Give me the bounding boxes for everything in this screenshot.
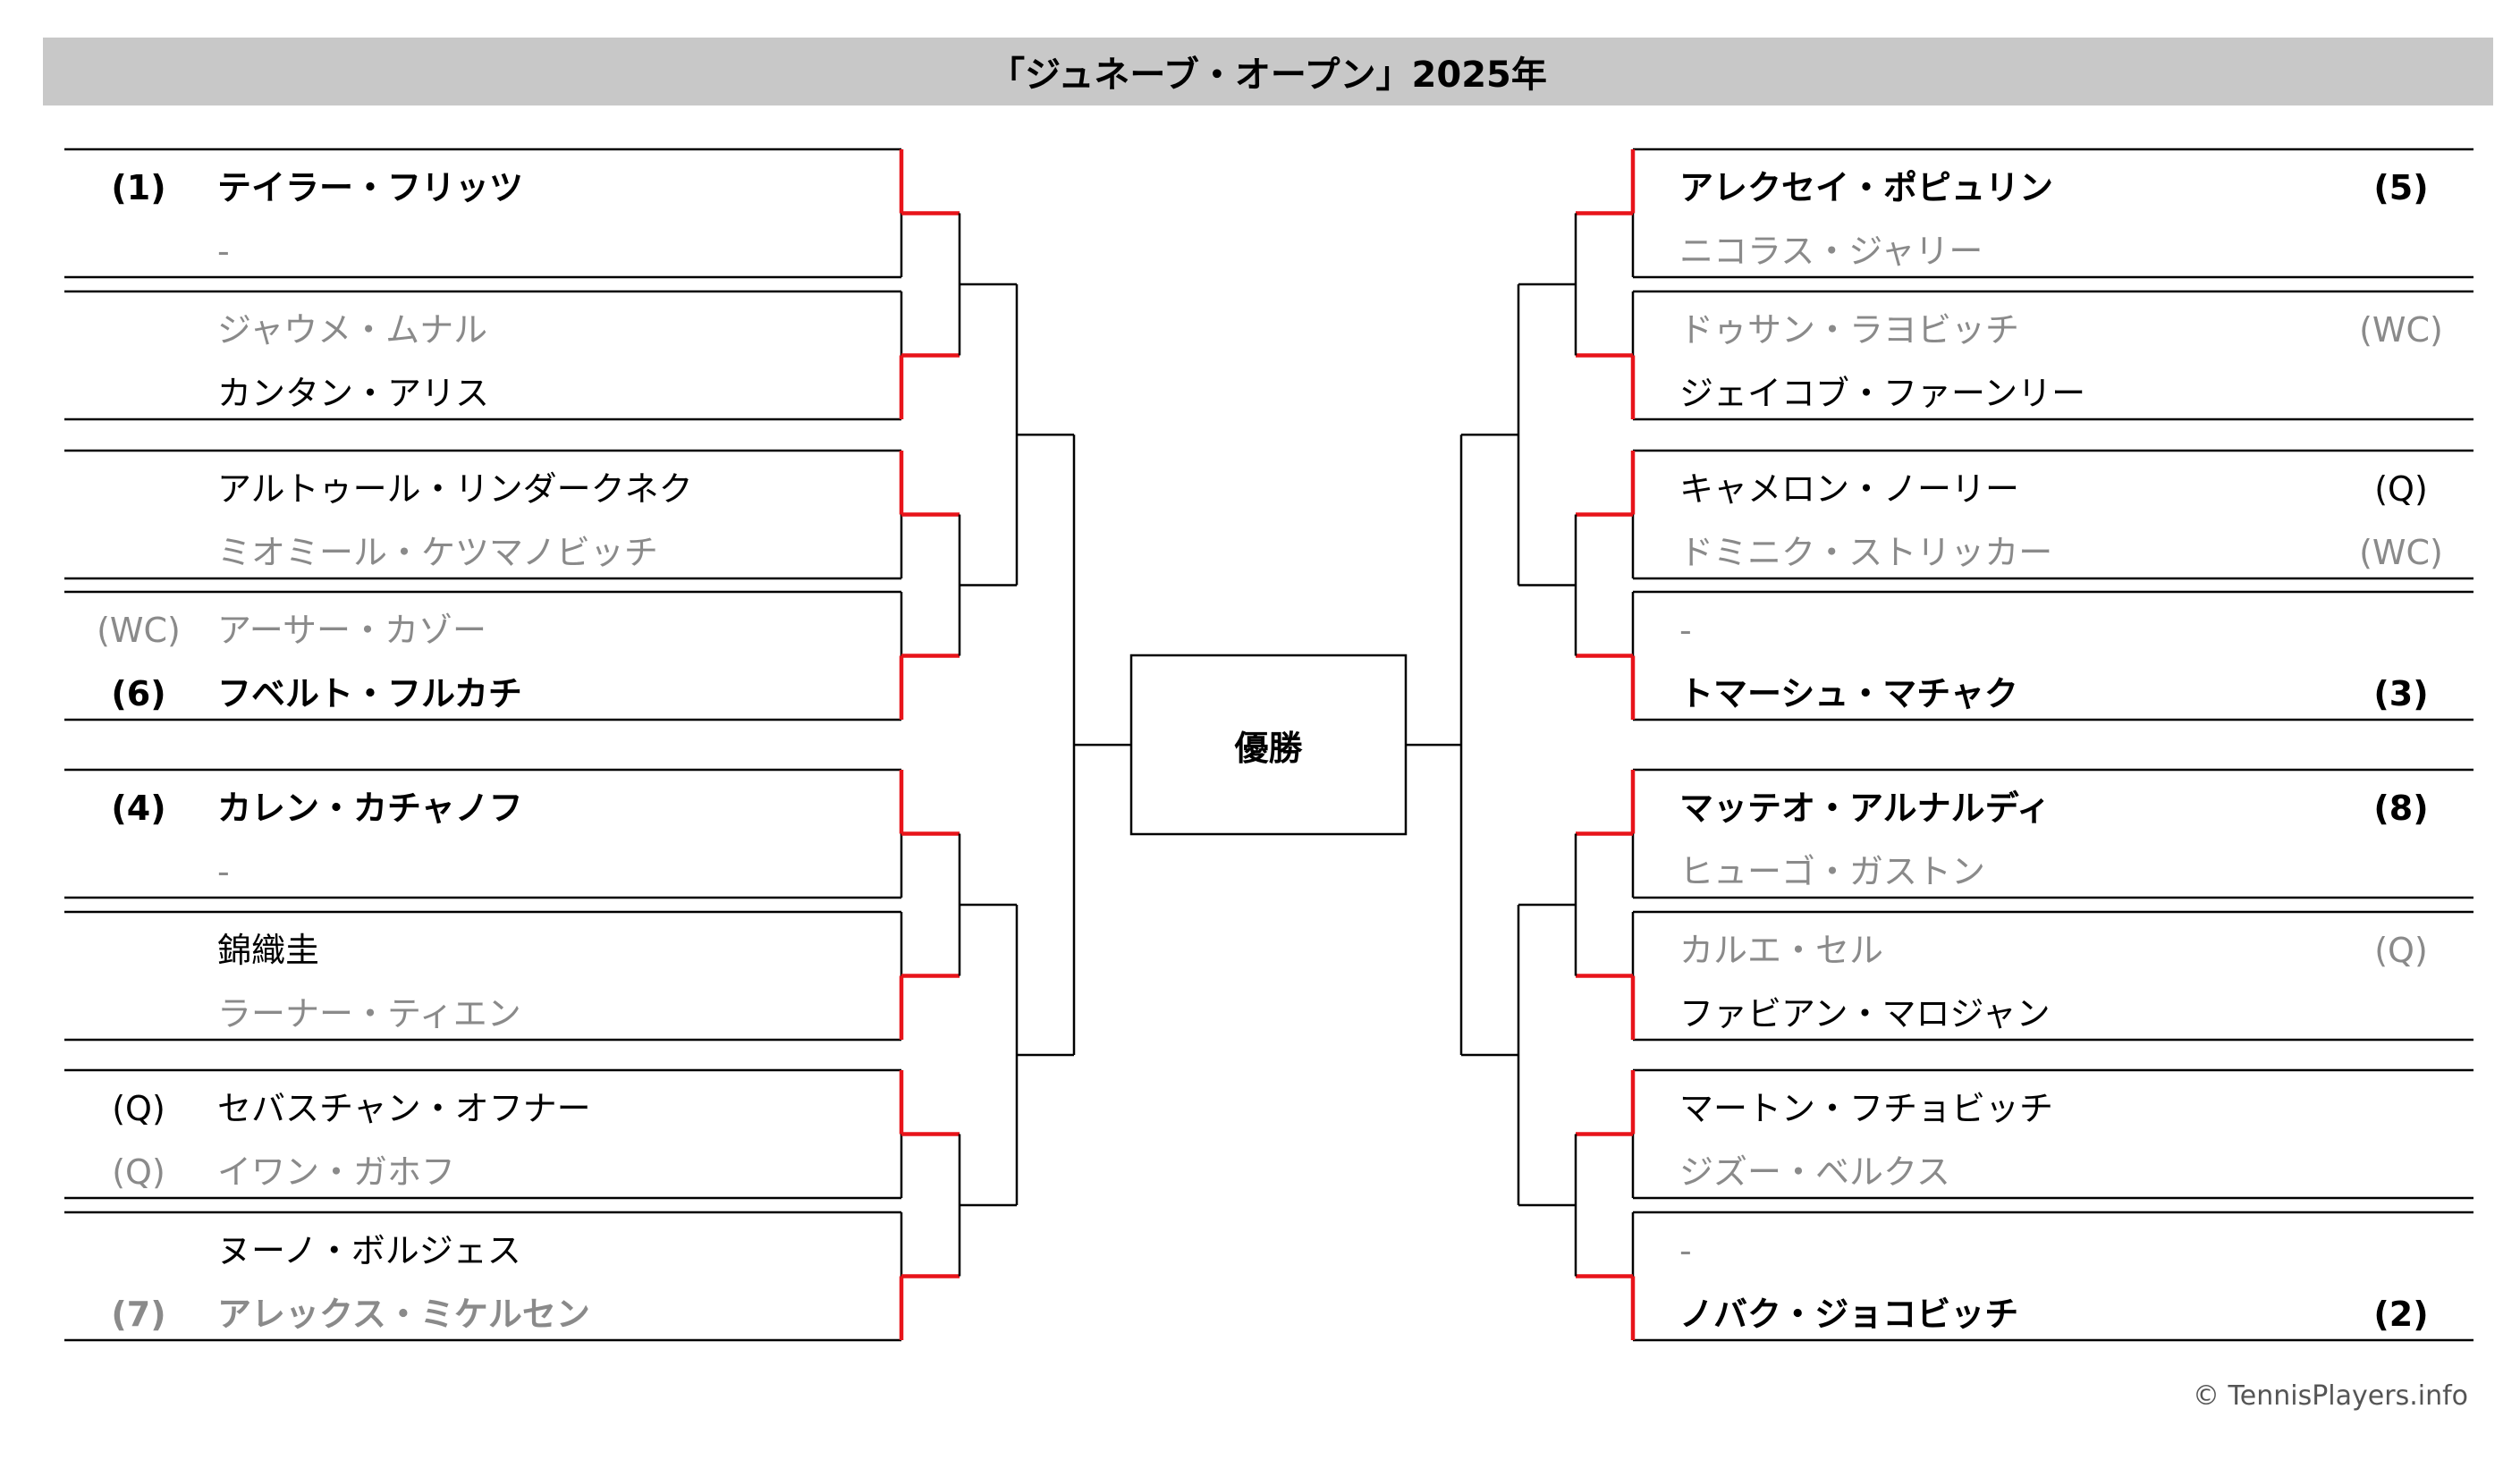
player-name[interactable]: マートン・フチョビッチ [1679,1089,2054,1128]
player-name[interactable]: マッテオ・アルナルディ [1679,789,2051,828]
player-seed: (Q) [2374,469,2428,509]
player-name[interactable]: ノバク・ジョコビッチ [1679,1295,2019,1334]
player-seed: (3) [2373,674,2429,713]
player-name[interactable]: フベルト・フルカチ [217,674,522,713]
player-seed: (5) [2373,168,2429,207]
player-seed: (WC) [2359,533,2443,572]
player-name[interactable]: ミオミール・ケツマノビッチ [217,533,658,572]
player-name[interactable]: ヌーノ・ボルジェス [217,1231,521,1270]
player-name[interactable]: カルエ・セル [1679,931,1884,970]
player-name[interactable]: ファビアン・マロジャン [1679,994,2051,1034]
player-name[interactable]: - [1679,611,1692,650]
player-seed: (Q) [2374,931,2428,970]
player-name[interactable]: - [217,232,230,271]
player-name[interactable]: カンタン・アリス [217,374,490,413]
player-name[interactable]: ジェイコブ・ファーンリー [1679,374,2086,413]
player-name[interactable]: - [1679,1231,1692,1270]
player-name[interactable]: セバスチャン・オフナー [217,1089,591,1128]
player-name[interactable]: イワン・ガホフ [217,1152,456,1192]
player-seed: (7) [111,1295,166,1334]
player-seed: (WC) [97,611,181,650]
player-seed: (Q) [112,1089,165,1128]
player-name[interactable]: アレクセイ・ポピュリン [1679,168,2054,207]
player-name[interactable]: ジズー・ベルクス [1679,1152,1950,1192]
player-name[interactable]: 錦織圭 [217,931,320,970]
champion-label: 優勝 [1234,728,1303,768]
page-title: 「ジュネーブ・オープン」2025年 [989,55,1547,96]
player-seed: (2) [2373,1295,2429,1334]
champion-box [1129,654,1408,836]
player-seed: (4) [111,789,166,828]
player-name[interactable]: - [217,852,230,891]
player-name[interactable]: ジャウメ・ムナル [217,310,488,350]
player-name[interactable]: ラーナー・ティエン [217,994,521,1034]
player-seed: (1) [111,168,166,207]
player-name[interactable]: アレックス・ミケルセン [217,1295,590,1334]
player-name[interactable]: カレン・カチャノフ [217,789,523,828]
title-bar: 「ジュネーブ・オープン」2025年 [43,38,2493,105]
player-name[interactable]: アーサー・カゾー [217,611,486,650]
credit-text: © TennisPlayers.info [2193,1380,2468,1412]
player-name[interactable]: テイラー・フリッツ [217,168,524,207]
player-name[interactable]: アルトゥール・リンダークネク [217,469,693,509]
player-seed: (6) [111,674,166,713]
player-seed: (WC) [2359,310,2443,350]
player-name[interactable]: キャメロン・ノーリー [1679,469,2020,509]
player-seed: (Q) [112,1152,165,1192]
player-name[interactable]: ドミニク・ストリッカー [1679,533,2053,572]
player-name[interactable]: ヒューゴ・ガストン [1679,852,1986,891]
player-name[interactable]: ドゥサン・ラヨビッチ [1679,310,2020,350]
player-name[interactable]: ニコラス・ジャリー [1679,232,1983,271]
player-seed: (8) [2373,789,2429,828]
player-name[interactable]: トマーシュ・マチャク [1679,674,2018,713]
